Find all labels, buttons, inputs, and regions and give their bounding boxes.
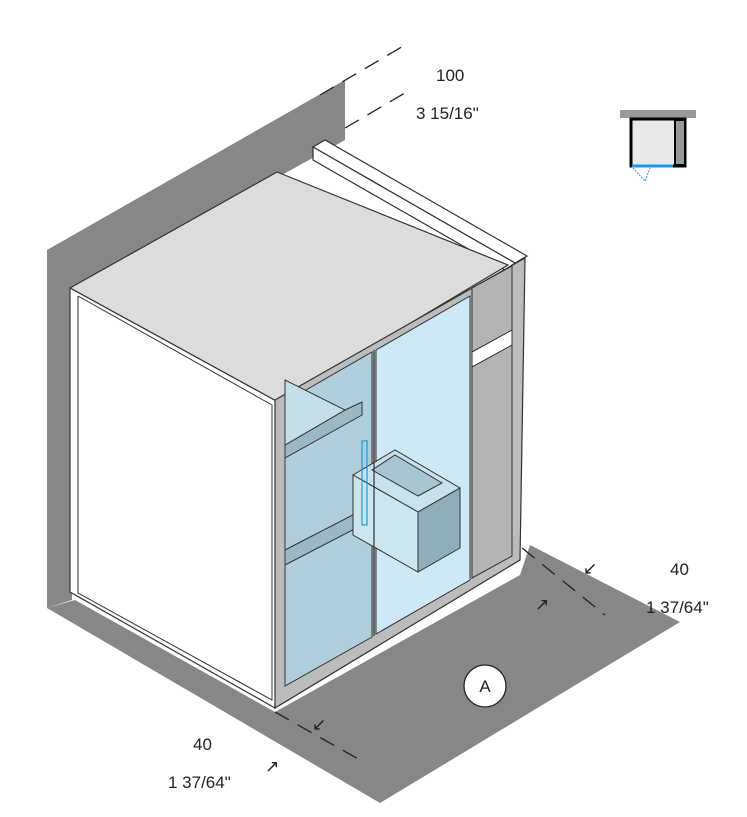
dimension-line-top xyxy=(319,44,406,96)
door-handle[interactable] xyxy=(361,440,368,526)
top-clearance-metric: 100 xyxy=(436,66,464,85)
right-clearance-metric: 40 xyxy=(670,560,689,579)
dimension-line-front xyxy=(274,711,361,761)
arrow-right-1: ↙ xyxy=(583,559,597,578)
access-marker xyxy=(463,664,507,708)
dimension-line-right xyxy=(521,547,606,616)
back-wall xyxy=(47,80,345,608)
dimension-line-top-2 xyxy=(344,89,411,129)
side-panel xyxy=(471,265,513,579)
front-clearance-metric: 40 xyxy=(193,735,212,754)
access-marker-label: A xyxy=(479,677,491,696)
right-clearance-imperial: 1 37/64" xyxy=(646,598,709,617)
front-clearance-imperial: 1 37/64" xyxy=(168,773,231,792)
plan-view-icon xyxy=(620,110,696,182)
floor-area xyxy=(47,545,680,803)
arrow-front-1: ↙ xyxy=(312,715,326,734)
sauna-heater xyxy=(352,449,461,573)
arrow-front-2: ↗ xyxy=(265,757,279,776)
arrow-right-2: ↗ xyxy=(535,595,549,614)
top-clearance-imperial: 3 15/16" xyxy=(416,104,479,123)
